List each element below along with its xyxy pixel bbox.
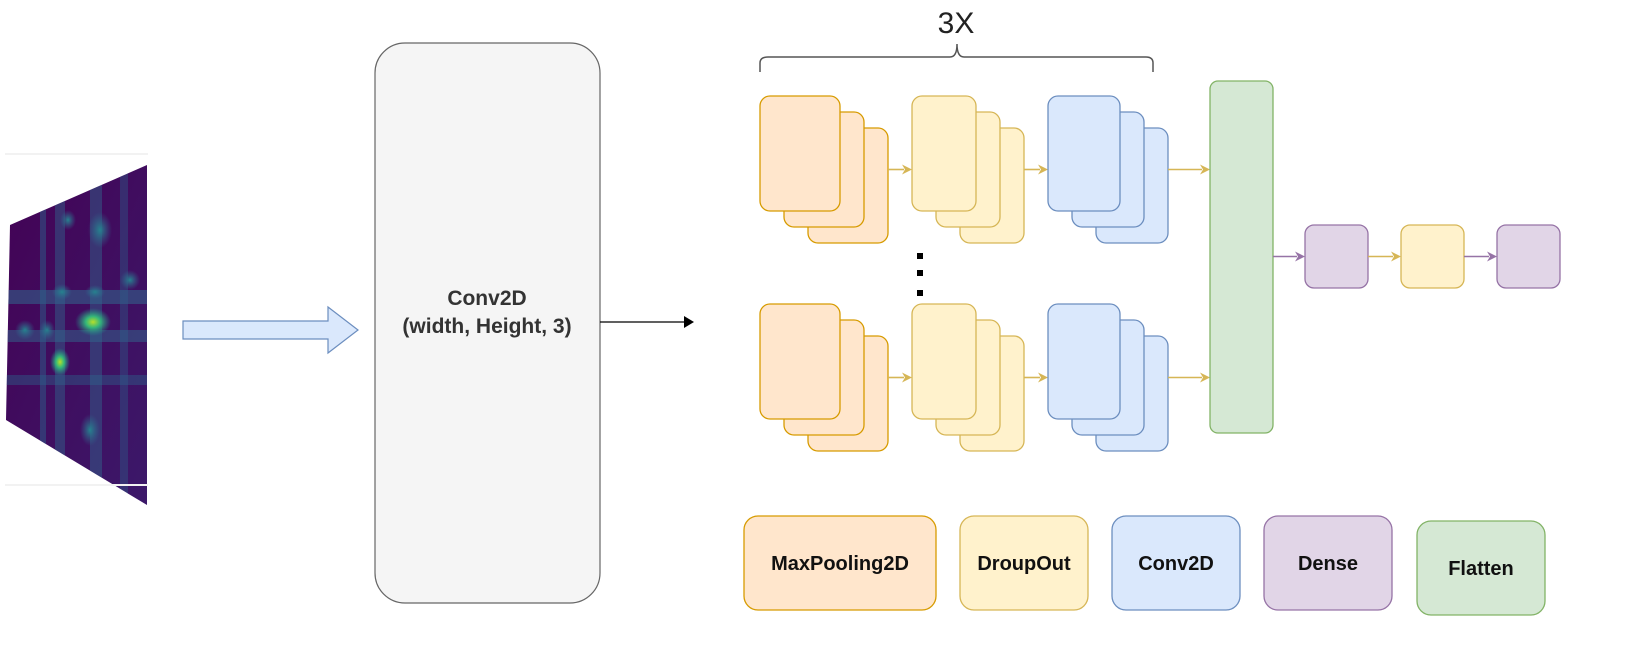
output-head <box>1273 224 1561 289</box>
head-dense-block <box>1304 224 1369 289</box>
maxpool-stack <box>759 95 889 244</box>
maxpool-layer-card <box>759 95 841 212</box>
conv-to-pipeline-arrowhead <box>684 316 694 328</box>
legend-label: DroupOut <box>977 553 1071 575</box>
head-arrow-1-head <box>1295 251 1305 262</box>
ellipsis-dot <box>917 253 923 259</box>
legend-label: Dense <box>1298 553 1358 575</box>
legend-label: MaxPooling2D <box>771 553 909 575</box>
legend-item-dropout: DroupOut <box>959 515 1089 611</box>
conv2d-layer-card <box>1047 95 1121 212</box>
conv2d-to-flatten-arrow-head <box>1200 164 1210 175</box>
pipeline-rows <box>759 95 1210 452</box>
head-arrow-2-head <box>1391 251 1401 262</box>
head-arrow-3-head <box>1487 251 1497 262</box>
legend: MaxPooling2D DroupOut Conv2D Dense Flatten <box>743 515 1546 616</box>
maxpool-to-dropout-arrow-head <box>902 372 912 383</box>
legend-item-dense: Dense <box>1263 515 1393 611</box>
conv2d-layer-card <box>1047 303 1121 420</box>
maxpool-stack <box>759 303 889 452</box>
legend-swatch <box>959 515 1089 611</box>
ellipsis-dot <box>917 270 923 276</box>
legend-item-conv2d: Conv2D <box>1111 515 1241 611</box>
conv2d-input-label-line1: Conv2D <box>447 287 526 310</box>
dropout-to-conv2d-arrow-head <box>1038 372 1048 383</box>
legend-label: Conv2D <box>1138 553 1214 575</box>
vertical-ellipsis <box>917 253 923 296</box>
dropout-stack <box>911 95 1025 244</box>
head-dropout-block <box>1400 224 1465 289</box>
legend-item-flatten: Flatten <box>1416 520 1546 616</box>
pipeline-row-top <box>759 95 1210 244</box>
conv2d-input-block <box>374 42 601 604</box>
input-flow-arrow <box>182 305 359 355</box>
flatten-block <box>1209 80 1274 434</box>
legend-swatch <box>743 515 937 611</box>
dropout-layer-card <box>911 303 977 420</box>
input-heatmap-image <box>5 153 148 505</box>
legend-swatch <box>1416 520 1546 616</box>
image-shadow-bottom <box>5 484 148 486</box>
ellipsis-dot <box>917 290 923 296</box>
dropout-layer-card <box>911 95 977 212</box>
maxpool-to-dropout-arrow-head <box>902 164 912 175</box>
head-dense-block <box>1496 224 1561 289</box>
conv2d-stack <box>1047 303 1169 452</box>
conv2d-stack <box>1047 95 1169 244</box>
legend-label: Flatten <box>1448 558 1514 580</box>
repeat-brace <box>759 43 1154 72</box>
repeat-count-label: 3X <box>938 7 975 40</box>
image-shadow-top <box>5 153 148 155</box>
legend-swatch <box>1111 515 1241 611</box>
dropout-to-conv2d-arrow-head <box>1038 164 1048 175</box>
pipeline-row-bottom <box>759 303 1210 452</box>
dropout-stack <box>911 303 1025 452</box>
maxpool-layer-card <box>759 303 841 420</box>
legend-item-maxpool: MaxPooling2D <box>743 515 937 611</box>
conv2d-input-label-line2: (width, Height, 3) <box>402 315 571 338</box>
conv2d-to-flatten-arrow-head <box>1200 372 1210 383</box>
legend-swatch <box>1263 515 1393 611</box>
